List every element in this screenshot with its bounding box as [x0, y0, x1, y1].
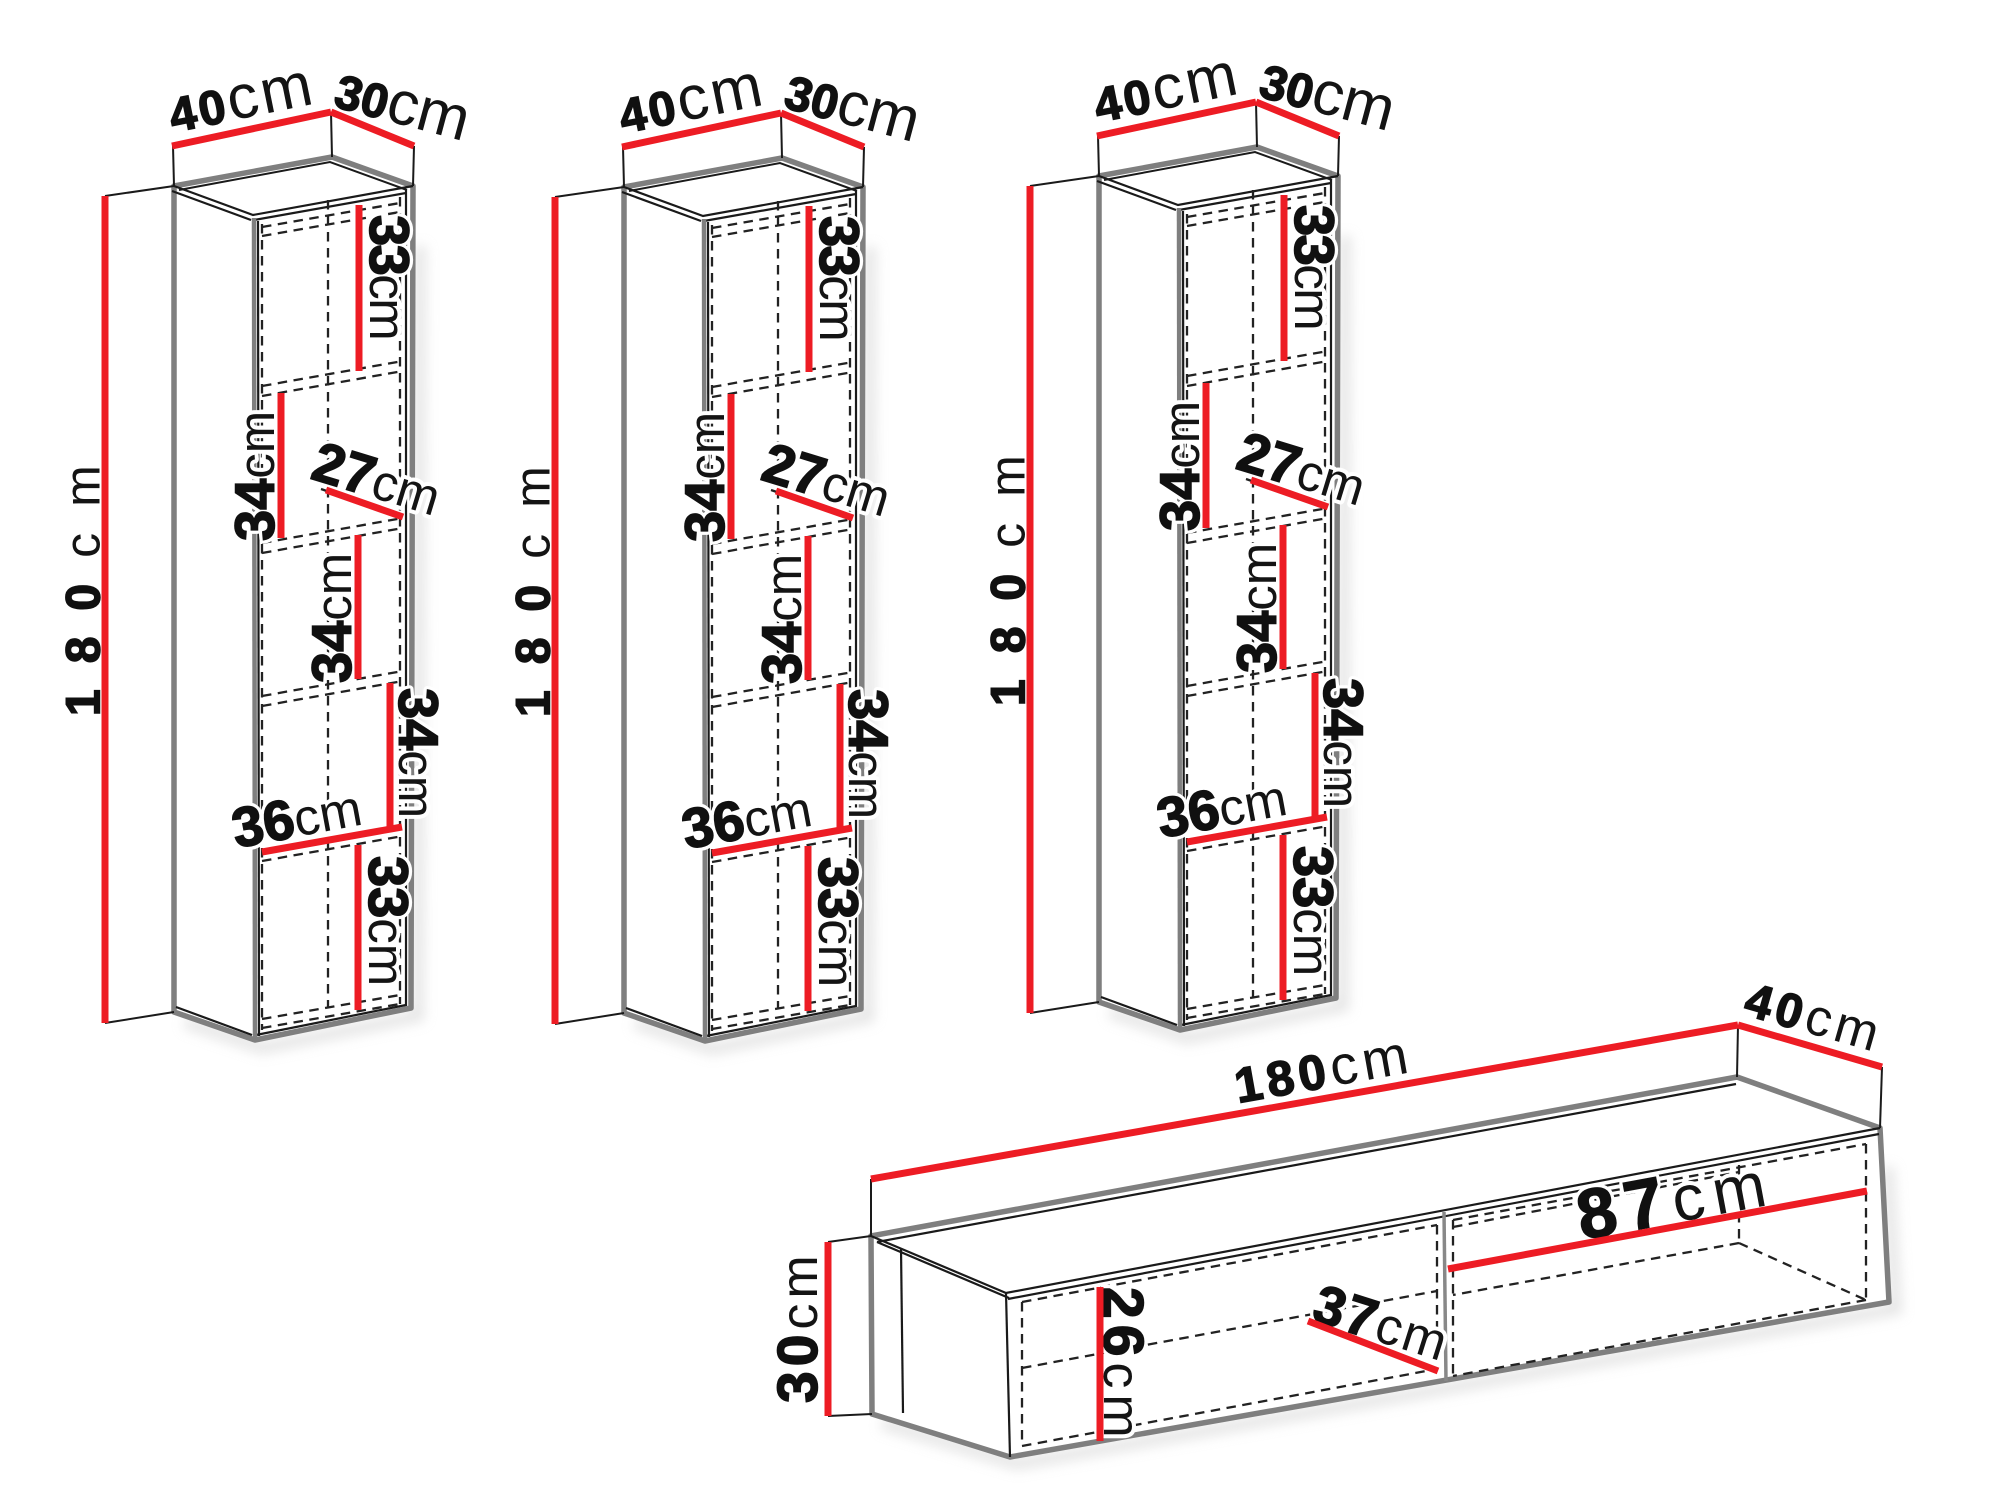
svg-text:87cm: 87cm [1570, 1141, 1780, 1254]
svg-text:30cm: 30cm [766, 1250, 830, 1403]
svg-text:30cm: 30cm [766, 1250, 830, 1403]
